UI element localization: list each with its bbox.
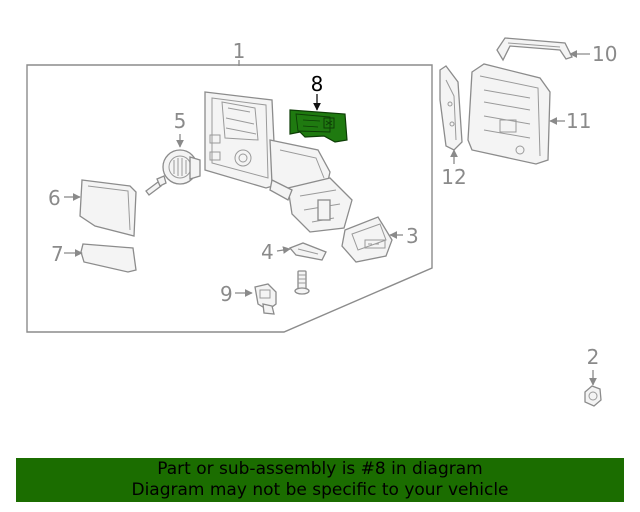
banner-line-2: Diagram may not be specific to your vehi… — [131, 480, 509, 500]
callout-6: 6 — [48, 186, 61, 210]
callout-3: 3 — [406, 224, 419, 248]
part-3-lamp — [341, 216, 393, 263]
callout-8: 8 — [311, 72, 324, 96]
assembly-boundary — [26, 64, 433, 333]
part-9-connector — [254, 283, 277, 315]
callout-10: 10 — [592, 42, 617, 66]
callout-11: 11 — [566, 109, 591, 133]
part-5-motor — [162, 149, 201, 185]
part-6-mirror-glass — [79, 179, 137, 237]
callout-4: 4 — [261, 240, 274, 264]
part-8-bracket — [289, 109, 348, 143]
callout-1: 1 — [233, 39, 246, 63]
callout-12: 12 — [441, 165, 466, 189]
part-7-pad — [80, 243, 137, 273]
part-11-cover — [467, 63, 551, 165]
callout-7: 7 — [51, 242, 64, 266]
mirror-housing — [204, 91, 353, 233]
part-10-cap — [496, 37, 573, 62]
callout-2: 2 — [587, 345, 600, 369]
bolt — [294, 270, 310, 295]
callout-5: 5 — [174, 109, 187, 133]
info-banner: Part or sub-assembly is #8 in diagram Di… — [16, 458, 624, 502]
callout-9: 9 — [220, 282, 233, 306]
screw — [145, 175, 167, 196]
part-2-nut — [584, 385, 602, 407]
banner-line-1: Part or sub-assembly is #8 in diagram — [157, 459, 483, 479]
part-12-strip — [439, 65, 463, 151]
part-4-gasket — [288, 242, 327, 261]
